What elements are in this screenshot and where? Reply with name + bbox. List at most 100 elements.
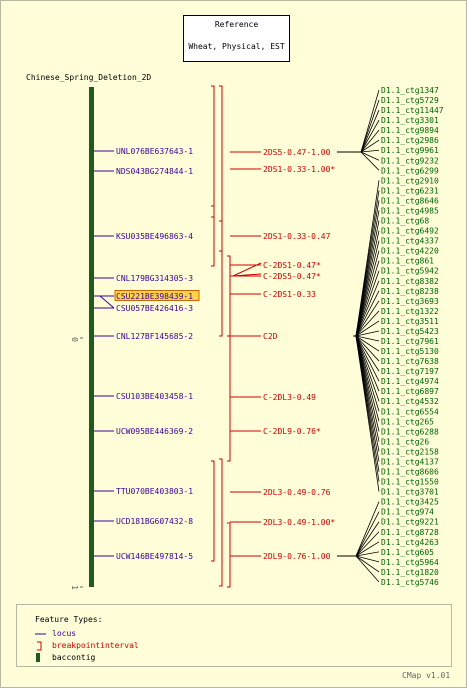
- contig-label[interactable]: D1.1_ctg3511: [381, 317, 439, 326]
- contig-label[interactable]: D1.1_ctg4974: [381, 377, 439, 386]
- contig-label[interactable]: D1.1_ctg11447: [381, 106, 444, 115]
- locus-label[interactable]: KSU035BE496863-4: [116, 232, 193, 241]
- contig-label[interactable]: D1.1_ctg4220: [381, 247, 439, 256]
- contig-label[interactable]: D1.1_ctg1347: [381, 86, 439, 95]
- interval-label[interactable]: 2DS1-0.33-0.47: [263, 232, 331, 241]
- interval-label[interactable]: C-2DS5-0.47*: [263, 272, 321, 281]
- locus-label[interactable]: CSU221BE398439-1: [116, 292, 193, 301]
- interval-label[interactable]: 2DS5-0.47-1.00: [263, 148, 331, 157]
- contig-connector: [355, 335, 380, 492]
- interval-label[interactable]: 2DS1-0.33-1.00*: [263, 165, 335, 174]
- contig-label[interactable]: D1.1_ctg7197: [381, 367, 439, 376]
- contig-label[interactable]: D1.1_ctg605: [381, 548, 434, 557]
- contig-label[interactable]: D1.1_ctg5942: [381, 267, 439, 276]
- contig-connector: [355, 335, 380, 372]
- bracket-icon[interactable]: [227, 255, 231, 337]
- contig-label[interactable]: D1.1_ctg9232: [381, 156, 439, 165]
- contig-label[interactable]: D1.1_ctg3693: [381, 297, 439, 306]
- contig-label[interactable]: D1.1_ctg6288: [381, 427, 439, 436]
- contig-label[interactable]: D1.1_ctg7638: [381, 357, 439, 366]
- contig-label[interactable]: D1.1_ctg2158: [381, 447, 439, 456]
- contig-label[interactable]: D1.1_ctg8606: [381, 468, 439, 477]
- contig-label[interactable]: D1.1_ctg5746: [381, 578, 439, 587]
- contig-label[interactable]: D1.1_ctg5964: [381, 558, 439, 567]
- interval-label[interactable]: 2DL9-0.76-1.00: [263, 552, 331, 561]
- contig-connector: [360, 139, 380, 153]
- bracket-icon[interactable]: [227, 335, 231, 462]
- contig-label[interactable]: D1.1_ctg4263: [381, 538, 439, 547]
- contig-connector: [360, 99, 380, 153]
- bracket-icon[interactable]: [211, 460, 215, 562]
- interval-label[interactable]: C-2DS1-0.33: [263, 290, 316, 299]
- contig-connector: [355, 335, 380, 362]
- contig-label[interactable]: D1.1_ctg6231: [381, 186, 439, 195]
- contig-label[interactable]: D1.1_ctg861: [381, 257, 434, 266]
- bracket-icon[interactable]: [219, 458, 223, 587]
- contig-label[interactable]: D1.1_ctg26: [381, 437, 429, 446]
- contig-label[interactable]: D1.1_ctg3301: [381, 116, 439, 125]
- locus-line-icon: [35, 633, 46, 635]
- interval-label[interactable]: C-2DL9-0.76*: [263, 427, 321, 436]
- contig-label[interactable]: D1.1_ctg1322: [381, 307, 439, 316]
- interval-label[interactable]: C-2DS1-0.47*: [263, 261, 321, 270]
- contig-connector: [360, 119, 380, 153]
- locus-label[interactable]: NDS043BG274844-1: [116, 167, 193, 176]
- contig-label[interactable]: D1.1_ctg8238: [381, 287, 439, 296]
- locus-label[interactable]: CSU057BE426416-3: [116, 304, 193, 313]
- legend-label: baccontig: [52, 653, 96, 662]
- contig-label[interactable]: D1.1_ctg1820: [381, 568, 439, 577]
- interval-label[interactable]: 2DL3-0.49-0.76: [263, 488, 331, 497]
- contig-label[interactable]: D1.1_ctg5130: [381, 347, 439, 356]
- contig-label[interactable]: D1.1_ctg8382: [381, 277, 439, 286]
- contig-label[interactable]: D1.1_ctg68: [381, 217, 429, 226]
- interval-label[interactable]: C2D: [263, 332, 278, 341]
- contig-connector: [355, 555, 380, 573]
- contig-label[interactable]: D1.1_ctg6897: [381, 387, 439, 396]
- contig-label[interactable]: D1.1_ctg4137: [381, 457, 439, 466]
- contig-label[interactable]: D1.1_ctg4985: [381, 206, 439, 215]
- contig-label[interactable]: D1.1_ctg3425: [381, 498, 439, 507]
- locus-label[interactable]: UCD181BG607432-8: [116, 517, 193, 526]
- contig-label[interactable]: D1.1_ctg2986: [381, 136, 439, 145]
- contig-label[interactable]: D1.1_ctg6492: [381, 227, 439, 236]
- bracket-icon[interactable]: [211, 85, 215, 218]
- contig-label[interactable]: D1.1_ctg4337: [381, 237, 439, 246]
- contig-label[interactable]: D1.1_ctg8728: [381, 528, 439, 537]
- contig-connector: [355, 240, 380, 337]
- contig-label[interactable]: D1.1_ctg6554: [381, 407, 439, 416]
- bracket-icon[interactable]: [219, 220, 223, 252]
- contig-label[interactable]: D1.1_ctg3701: [381, 488, 439, 497]
- contig-label[interactable]: D1.1_ctg1550: [381, 478, 439, 487]
- contig-label[interactable]: D1.1_ctg6299: [381, 166, 439, 175]
- interval-label[interactable]: 2DL3-0.49-1.00*: [263, 518, 335, 527]
- locus-label[interactable]: CNL127BF145685-2: [116, 332, 193, 341]
- contig-label[interactable]: D1.1_ctg9894: [381, 126, 439, 135]
- reference-box[interactable]: Reference Wheat, Physical, EST: [183, 15, 290, 62]
- contig-label[interactable]: D1.1_ctg5423: [381, 327, 439, 336]
- chromosome-bar[interactable]: [89, 87, 94, 587]
- contig-label[interactable]: D1.1_ctg4532: [381, 397, 439, 406]
- bracket-icon[interactable]: [211, 205, 215, 267]
- contig-label[interactable]: D1.1_ctg5729: [381, 96, 439, 105]
- contig-connector: [360, 129, 380, 153]
- locus-label[interactable]: TTU070BE403803-1: [116, 487, 193, 496]
- contig-label[interactable]: D1.1_ctg8646: [381, 196, 439, 205]
- locus-label[interactable]: UNL076BE637643-1: [116, 147, 193, 156]
- bracket-icon[interactable]: [227, 522, 231, 588]
- contig-label[interactable]: D1.1_ctg9961: [381, 146, 439, 155]
- contig-label[interactable]: D1.1_ctg7961: [381, 337, 439, 346]
- bracket-icon[interactable]: [219, 85, 223, 337]
- locus-label[interactable]: UCW095BE446369-2: [116, 427, 193, 436]
- map-title[interactable]: Chinese_Spring_Deletion_2D: [26, 73, 152, 82]
- contig-connector: [355, 541, 380, 557]
- contig-label[interactable]: D1.1_ctg974: [381, 508, 434, 517]
- contig-label[interactable]: D1.1_ctg2910: [381, 176, 439, 185]
- locus-label[interactable]: CSU103BE403458-1: [116, 392, 193, 401]
- contig-connector: [360, 151, 380, 171]
- interval-label[interactable]: C-2DL3-0.49: [263, 393, 316, 402]
- locus-label[interactable]: CNL179BG314305-3: [116, 274, 193, 283]
- locus-label[interactable]: UCW146BE497814-5: [116, 552, 193, 561]
- contig-connector: [360, 89, 380, 153]
- contig-label[interactable]: D1.1_ctg265: [381, 417, 434, 426]
- contig-label[interactable]: D1.1_ctg9221: [381, 518, 439, 527]
